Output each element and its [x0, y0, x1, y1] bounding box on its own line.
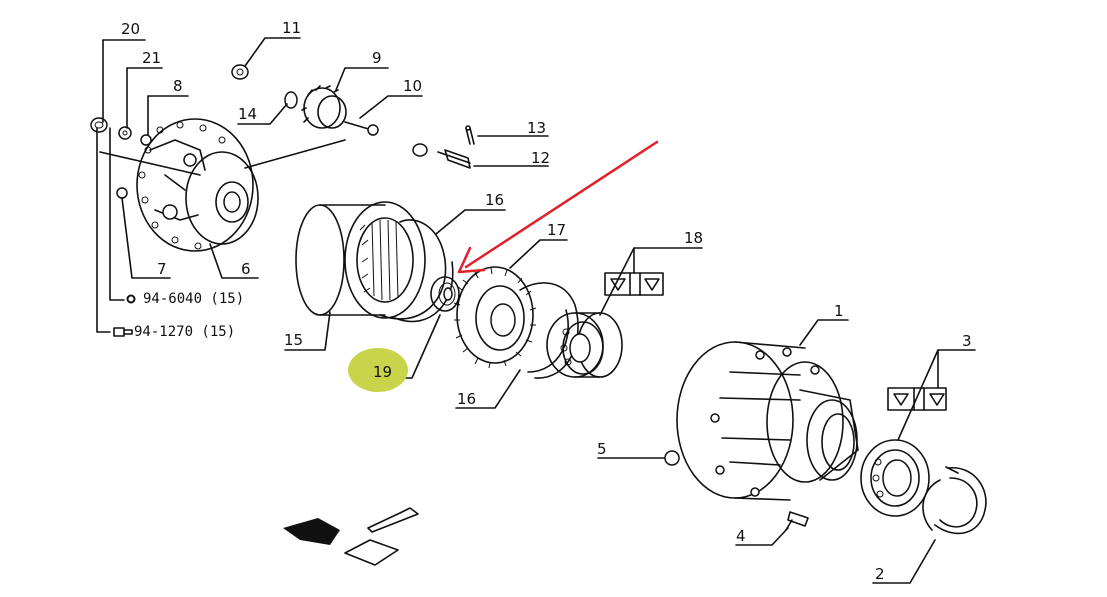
callout-18: 18 [684, 229, 703, 247]
satellite-pinion-9 [301, 85, 347, 129]
callout-21: 21 [142, 49, 161, 67]
callout-16-upper: 16 [485, 191, 504, 209]
spindle-12 [412, 143, 471, 169]
seal-2 [922, 466, 987, 535]
parts-legend: 94-6040 (15) 94-1270 (15) [113, 291, 244, 340]
washer-21 [118, 126, 132, 140]
pin-10 [344, 121, 379, 136]
wheel-hub-1 [676, 341, 859, 501]
washer-14 [284, 91, 298, 109]
bolt-20 [90, 117, 108, 133]
bearing-3 [860, 439, 930, 517]
callout-8: 8 [173, 77, 183, 95]
bearing-18 [546, 312, 623, 378]
callout-6: 6 [241, 260, 251, 278]
legend-item-2: 94-1270 (15) [134, 324, 235, 340]
seal-symbol-3 [887, 387, 947, 411]
highlight-marker [348, 348, 408, 392]
pin-8 [140, 134, 152, 146]
callout-2: 2 [875, 565, 885, 583]
callout-10: 10 [403, 77, 422, 95]
thrust-washer-19 [430, 276, 460, 312]
nut-5 [664, 450, 680, 466]
callout-16-lower: 16 [457, 390, 476, 408]
callout-labels: 20 21 8 11 9 10 14 13 12 16 17 18 15 19 … [121, 19, 972, 583]
leader-lines [96, 37, 976, 584]
callout-5: 5 [597, 440, 607, 458]
snap-ring-16-lower [519, 282, 579, 379]
callout-13: 13 [527, 119, 546, 137]
callout-7: 7 [157, 260, 167, 278]
direction-arrow-icon [283, 507, 419, 566]
callout-4: 4 [736, 527, 746, 545]
callout-1: 1 [834, 302, 844, 320]
red-arrow-icon [457, 140, 659, 274]
differential-housing [136, 118, 346, 252]
screw-7 [116, 187, 128, 199]
callout-9: 9 [372, 49, 382, 67]
callout-19: 19 [373, 363, 392, 381]
legend-item-1: 94-6040 (15) [143, 291, 244, 307]
washer-11 [231, 64, 249, 80]
seal-symbol-18 [604, 272, 664, 296]
bolt-symbol-icon [113, 327, 133, 337]
callout-11: 11 [282, 19, 301, 37]
washer-symbol-icon [126, 294, 136, 304]
callout-3: 3 [962, 332, 972, 350]
callout-20: 20 [121, 20, 140, 38]
gear-17 [453, 266, 537, 369]
callout-14: 14 [238, 105, 257, 123]
pin-13 [465, 125, 475, 145]
callout-12: 12 [531, 149, 550, 167]
callout-15: 15 [284, 331, 303, 349]
stud-bolt-4 [785, 511, 809, 531]
callout-17: 17 [547, 221, 566, 239]
ring-gear-drum-15 [295, 201, 454, 323]
